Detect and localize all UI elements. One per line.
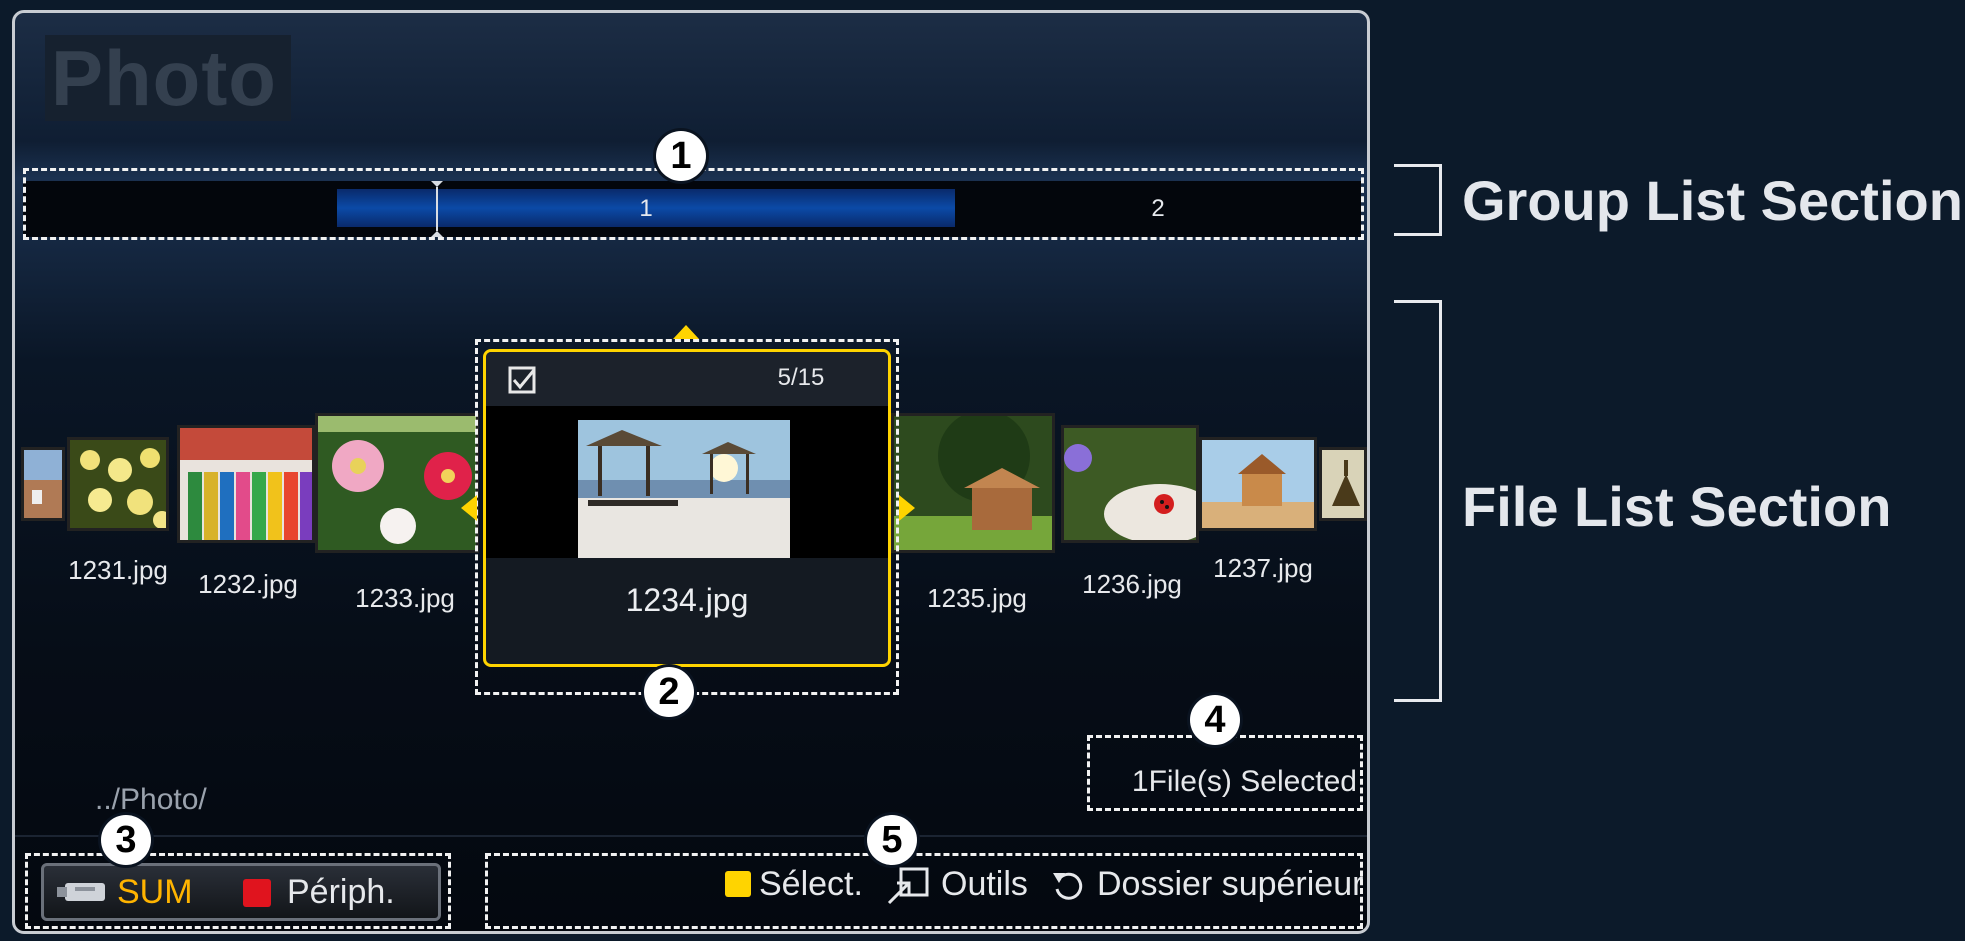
group-list-section-label: Group List Section [1462,169,1963,232]
group-item-1[interactable]: 1 [337,189,955,227]
focus-right-arrow-icon [899,495,915,521]
tools-icon [887,867,929,905]
yellow-button-icon [725,871,751,897]
control-hints-badge: 5 [867,815,917,865]
tv-screen: Photo 1 2 1 1231.jpg 1232.jpg 1233.jpg 1… [12,10,1370,934]
focus-left-arrow-icon [461,495,477,521]
checkbox-checked-icon[interactable] [508,366,536,394]
selected-count: 1File(s) Selected [1131,765,1357,798]
file-name-1236: 1236.jpg [1082,569,1182,599]
file-name-1237: 1237.jpg [1213,553,1313,583]
device-button-panel[interactable] [41,863,441,921]
focused-thumbnail-1234 [578,420,790,558]
thumb-1235[interactable] [891,413,1055,553]
peripheral-label[interactable]: Périph. [287,873,395,911]
group-list-bracket [1394,164,1442,236]
control-hints-highlight [485,853,1363,929]
red-button-icon [243,879,271,907]
thumb-1237[interactable] [1199,437,1317,531]
select-hint[interactable]: Sélect. [759,865,863,903]
device-area-highlight [25,853,451,929]
focused-item-card[interactable]: 5/15 1234.jpg [483,349,891,667]
focused-item-badge: 2 [644,667,694,717]
group-list-highlight [23,168,1364,240]
group-list-bar: 1 2 [23,181,1361,237]
thumb-1236[interactable] [1061,425,1199,543]
file-counter: 5/15 [777,364,825,391]
return-icon [1053,872,1083,900]
file-name-1233: 1233.jpg [355,583,455,613]
device-name: SUM [117,873,193,911]
current-path: ../Photo/ [95,783,207,816]
bottom-divider [15,835,1367,837]
thumb-1233[interactable] [315,413,479,553]
group-label-1: 1 [639,195,653,222]
focused-item-header [486,352,888,406]
device-area-badge: 3 [101,815,151,865]
thumb-partial-right[interactable] [1319,447,1367,521]
file-name-1232: 1232.jpg [198,569,298,599]
group-list-badge: 1 [656,131,706,181]
thumb-1231[interactable] [67,437,169,531]
page-title: Photo [45,35,291,121]
selected-count-badge: 4 [1190,695,1240,745]
thumb-partial-left[interactable] [21,447,65,521]
tools-hint[interactable]: Outils [941,865,1028,903]
usb-device-icon [57,883,105,901]
group-position-marker-icon [431,181,443,237]
group-item-2[interactable]: 2 [1151,195,1165,222]
file-name-1235: 1235.jpg [927,583,1027,613]
file-list-section-label: File List Section [1462,475,1892,538]
file-list-bracket [1394,300,1442,702]
focus-up-arrow-icon [673,325,699,339]
thumb-1232[interactable] [177,425,315,543]
file-name-1231: 1231.jpg [68,555,168,585]
focused-file-name: 1234.jpg [625,582,749,618]
parent-folder-hint[interactable]: Dossier supérieur [1097,865,1364,903]
